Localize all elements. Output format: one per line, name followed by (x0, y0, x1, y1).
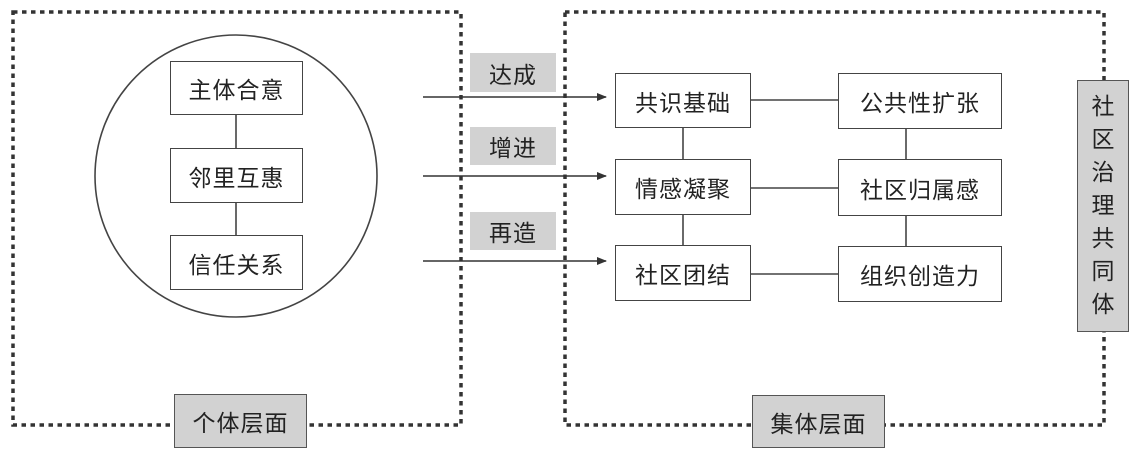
item-publicness-expansion: 公共性扩张 (838, 73, 1002, 129)
item-emotional-cohesion: 情感凝聚 (615, 159, 751, 215)
left-group-frame (11, 10, 463, 427)
side-char-3: 治 (1091, 159, 1115, 186)
item-reciprocity: 邻里互惠 (170, 148, 303, 203)
arrow-label-achieve: 达成 (470, 53, 556, 92)
arrow-label-enhance: 增进 (470, 127, 556, 165)
label-community-governance: 社 区 治 理 共 同 体 (1077, 80, 1129, 332)
item-trust: 信任关系 (170, 235, 303, 290)
side-char-2: 区 (1091, 126, 1115, 153)
side-char-4: 理 (1091, 192, 1115, 219)
side-char-1: 社 (1091, 93, 1115, 120)
label-collective-level: 集体层面 (752, 395, 885, 448)
label-individual-level: 个体层面 (174, 394, 307, 448)
item-community-unity: 社区团结 (615, 245, 751, 301)
item-community-belonging: 社区归属感 (838, 159, 1002, 216)
item-consensus-basis: 共识基础 (615, 73, 751, 128)
side-char-6: 同 (1091, 258, 1115, 285)
side-char-7: 体 (1091, 291, 1115, 318)
side-char-5: 共 (1091, 225, 1115, 252)
individual-circle (94, 34, 378, 318)
arrow-label-rebuild: 再造 (470, 212, 556, 250)
item-organizational-creativity: 组织创造力 (838, 246, 1002, 302)
item-consensus: 主体合意 (170, 61, 303, 115)
